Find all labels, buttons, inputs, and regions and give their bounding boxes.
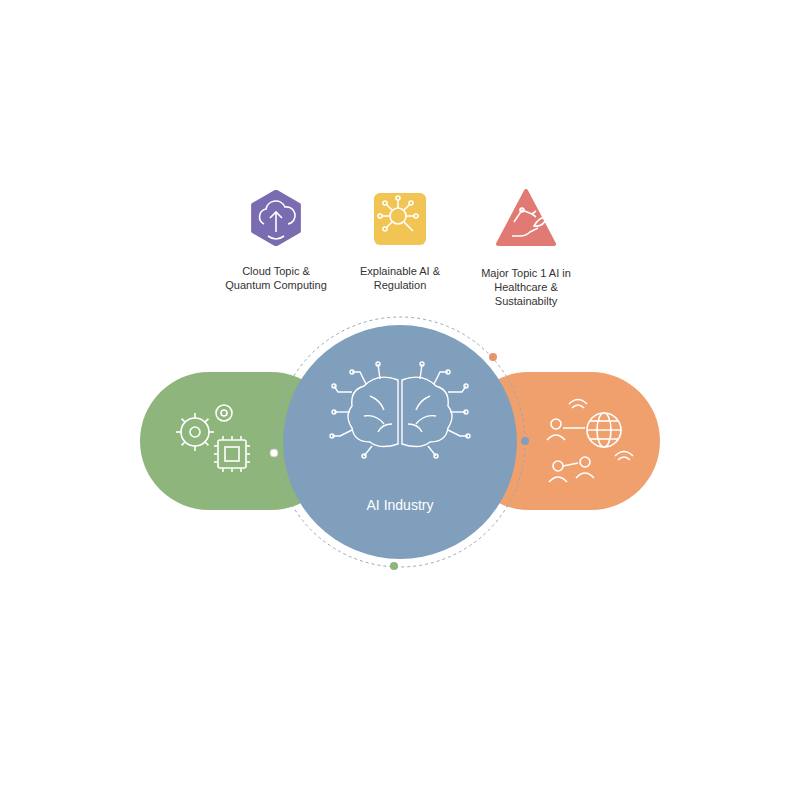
topic-label: Cloud Topic & Quantum Computing: [222, 264, 330, 292]
hub-circle: AI Industry: [283, 325, 517, 559]
hub-label: AI Industry: [283, 497, 517, 513]
health-icon: [512, 208, 546, 236]
topic-icon: Cloud Topic & Quantum Computing: [222, 190, 330, 292]
orbit-dot: [390, 562, 398, 570]
network-people-icon: [547, 400, 633, 483]
topic-label: Major Topic 1 AI in Healthcare & Sustain…: [478, 266, 574, 308]
topic-icon: Major Topic 1 AI in Healthcare & Sustain…: [478, 188, 574, 308]
orbit-ring: [275, 317, 525, 567]
explain-icon: [378, 196, 418, 231]
brain-icon: [330, 362, 470, 458]
hub-outline: [283, 325, 517, 559]
orbit-dot: [489, 353, 497, 361]
topic-label: Explainable AI & Regulation: [359, 264, 441, 292]
orbit-dot: [270, 449, 278, 457]
cloud-icon: [260, 201, 296, 239]
orbit-dot: [521, 437, 529, 445]
topic-icon: Explainable AI & Regulation: [359, 192, 441, 292]
icon-outline: [373, 192, 427, 246]
icon-outline: [496, 188, 556, 248]
gear-chip-icon: [176, 405, 250, 472]
